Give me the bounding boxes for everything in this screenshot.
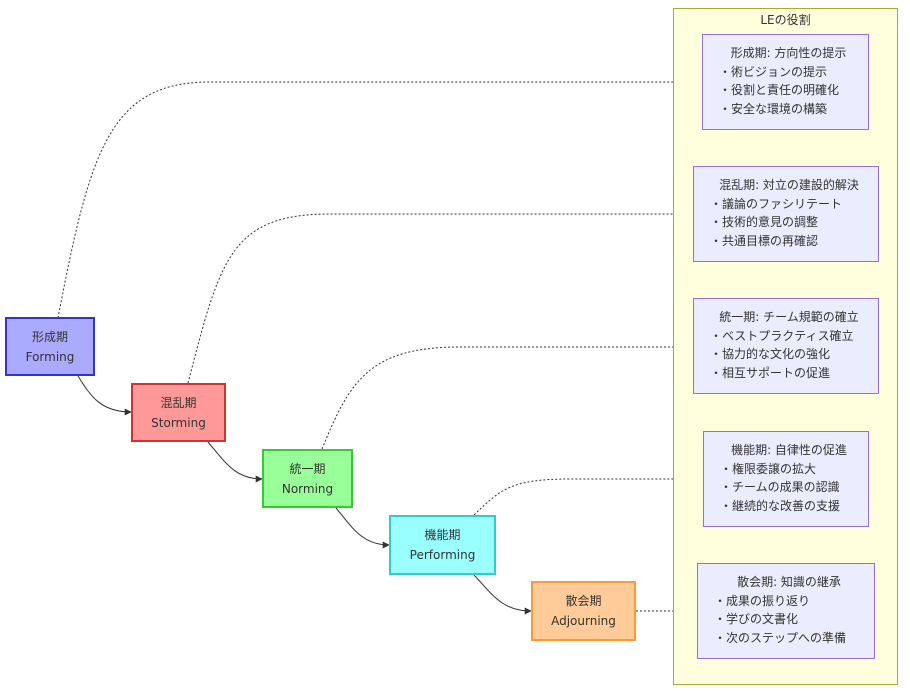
- role-title: 機能期: 自律性の促進: [731, 443, 847, 457]
- role-item: ・権限委譲の拡大: [720, 461, 817, 476]
- role-box-performing[interactable]: 機能期: 自律性の促進 ・権限委譲の拡大 ・チームの成果の認識 ・継続的な改善の…: [703, 431, 869, 527]
- role-link-norming: [321, 343, 693, 450]
- role-item: ・役割と責任の明確化: [719, 83, 840, 97]
- role-item: ・チームの成果の認識: [720, 480, 840, 494]
- stage-norming[interactable]: 統一期 Norming: [262, 449, 353, 508]
- role-item: ・成果の振り返り: [714, 593, 811, 608]
- role-item: ・術ビジョンの提示: [719, 64, 828, 79]
- role-item: ・議論のファシリテート: [710, 196, 843, 211]
- role-title: 統一期: チーム規範の確立: [719, 310, 859, 324]
- stage-label-en: Adjourning: [551, 614, 616, 628]
- role-box-forming[interactable]: 形成期: 方向性の提示 ・術ビジョンの提示 ・役割と責任の明確化 ・安全な環境の…: [702, 34, 869, 130]
- flow-edge-performing-adjourning: [473, 574, 532, 615]
- stage-label-en: Storming: [151, 415, 206, 430]
- role-link-storming: [187, 210, 693, 384]
- flow-edge-forming-storming: [77, 375, 132, 416]
- role-box-norming[interactable]: 統一期: チーム規範の確立 ・ベストプラクティス確立 ・協力的な文化の強化 ・相…: [693, 298, 879, 394]
- role-item: ・共通目標の再確認: [710, 233, 819, 248]
- stage-label-jp: 統一期: [289, 461, 326, 476]
- role-box-storming[interactable]: 混乱期: 対立の建設的解決 ・議論のファシリテート ・技術的意見の調整 ・共通目…: [693, 166, 879, 262]
- stage-label-jp: 形成期: [31, 329, 68, 344]
- stage-forming[interactable]: 形成期 Forming: [5, 317, 95, 376]
- stage-label-jp: 混乱期: [160, 395, 197, 410]
- stage-label-en: Performing: [409, 548, 476, 562]
- stage-adjourning[interactable]: 散会期 Adjourning: [531, 581, 636, 641]
- role-item: ・ベストプラクティス確立: [710, 328, 854, 343]
- role-title: 形成期: 方向性の提示: [730, 46, 847, 60]
- stage-performing[interactable]: 機能期 Performing: [389, 515, 496, 575]
- role-title: 混乱期: 対立の建設的解決: [719, 178, 859, 192]
- stage-label-en: Forming: [25, 349, 75, 364]
- role-link-performing: [473, 475, 703, 516]
- role-item: ・相互サポートの促進: [710, 365, 831, 380]
- stage-label-jp: 機能期: [424, 528, 461, 542]
- role-item: ・協力的な文化の強化: [710, 347, 831, 361]
- role-box-adjourning[interactable]: 散会期: 知識の継承 ・成果の振り返り ・学びの文書化 ・次のステップへの準備: [697, 563, 875, 659]
- stage-label-en: Norming: [281, 481, 334, 496]
- stage-storming[interactable]: 混乱期 Storming: [131, 383, 226, 442]
- role-item: ・技術的意見の調整: [710, 215, 819, 229]
- role-link-forming: [57, 78, 702, 319]
- cluster-title: LEの役割: [760, 13, 811, 27]
- role-item: ・安全な環境の構築: [719, 101, 828, 116]
- role-item: ・学びの文書化: [714, 612, 799, 626]
- role-item: ・継続的な改善の支援: [720, 498, 841, 513]
- flow-edge-storming-norming: [207, 441, 263, 483]
- flow-edge-norming-performing: [335, 507, 390, 549]
- stage-label-jp: 散会期: [565, 594, 602, 608]
- role-title: 散会期: 知識の継承: [737, 575, 841, 589]
- role-item: ・次のステップへの準備: [714, 630, 847, 645]
